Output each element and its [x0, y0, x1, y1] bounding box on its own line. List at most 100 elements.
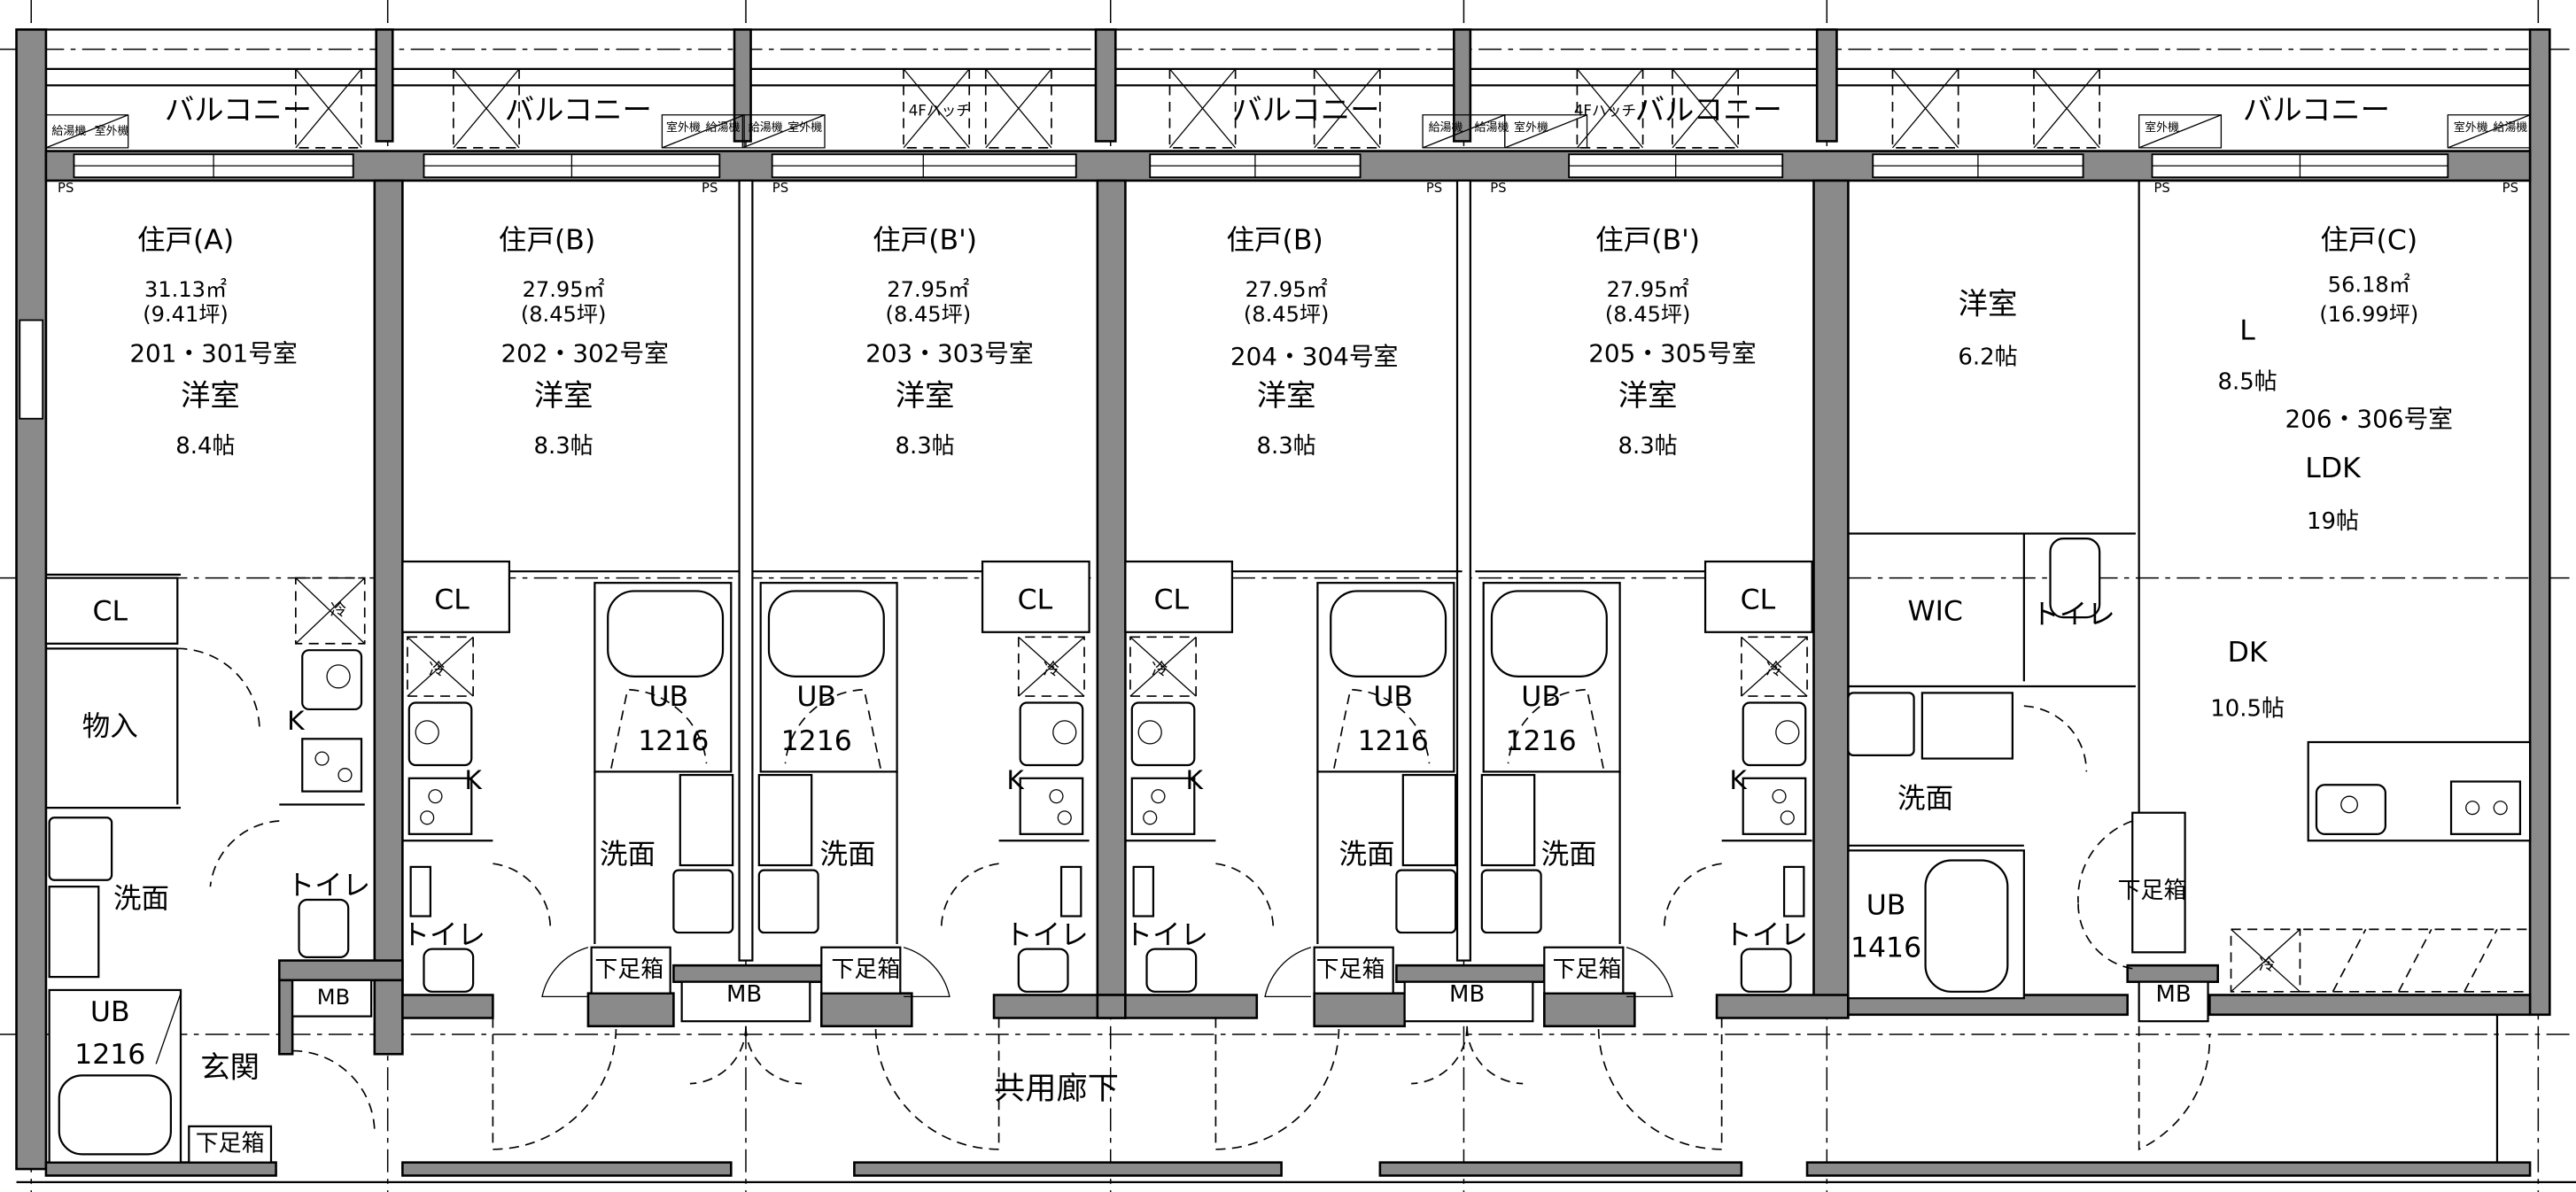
- unit-b1-fixtures: [401, 560, 741, 1150]
- closet-label: CL: [1018, 584, 1053, 616]
- unit-type: 住戸(B'): [873, 225, 977, 257]
- fridge-label: 冷: [429, 661, 446, 679]
- mb-label: MB: [726, 981, 762, 1008]
- mb-label: MB: [317, 985, 350, 1010]
- unit-room-numbers: 204・304号室: [1230, 342, 1399, 371]
- ps-label: PS: [772, 181, 788, 196]
- fridge-label: 冷: [1044, 661, 1060, 679]
- hatch-icon: [1313, 68, 1381, 149]
- corridor-label: 共用廊下: [994, 1071, 1119, 1107]
- balcony-label: バルコニー: [165, 93, 312, 128]
- unit-room-numbers: 206・306号室: [2285, 405, 2454, 434]
- fridge-label: 冷: [330, 601, 347, 620]
- room-size: 8.3帖: [1618, 433, 1678, 460]
- outdoor-unit-label: 室外機: [2145, 120, 2179, 135]
- washroom-label: 洗面: [1541, 839, 1597, 871]
- room-size: 8.3帖: [896, 433, 955, 460]
- unit-b1p-fixtures: [751, 560, 1090, 1150]
- equipment-box: [45, 114, 129, 149]
- mb-label: MB: [1449, 981, 1485, 1008]
- hatch-icon: [1672, 68, 1739, 149]
- kitchen-label: K: [1006, 764, 1025, 795]
- water-heater-label: 給湯機: [2493, 121, 2527, 135]
- hatch-icon: [1168, 68, 1237, 149]
- balcony-label: バルコニー: [1635, 93, 1782, 128]
- equipment-box: [741, 114, 826, 149]
- dk-size: 10.5帖: [2210, 695, 2285, 722]
- balcony-label: バルコニー: [505, 93, 652, 128]
- unit-room-numbers: 205・305号室: [1588, 338, 1757, 368]
- toilet-label: トイレ: [1005, 919, 1089, 951]
- unit-bath-label: UB: [796, 681, 836, 713]
- kitchen-label: K: [464, 764, 483, 795]
- washroom-label: 洗面: [113, 883, 169, 915]
- hatch-icon: [1891, 68, 1959, 149]
- hatch-icon: [1576, 68, 1644, 149]
- kitchen-label: K: [1729, 764, 1748, 795]
- closet-label: CL: [434, 584, 469, 616]
- unit-area-m2: 27.95㎡: [1607, 277, 1689, 302]
- outdoor-unit-label: 室外機: [666, 120, 701, 135]
- toilet-label: トイレ: [1724, 919, 1808, 951]
- shoe-box-label: 下足箱: [196, 1131, 265, 1157]
- shoe-box-label: 下足箱: [1316, 956, 1385, 983]
- ps-label: PS: [2153, 181, 2169, 196]
- hatch-label: 4Fハッチ: [909, 103, 971, 120]
- unit-type: 住戸(B): [499, 225, 595, 257]
- toilet-label: トイレ: [401, 919, 485, 951]
- unit-bath-label: UB: [648, 681, 688, 713]
- equipment-box: [1504, 114, 1588, 149]
- fridge-label: 冷: [2259, 956, 2276, 975]
- dk-label: DK: [2228, 637, 2269, 669]
- outdoor-unit-label: 室外機: [2454, 120, 2488, 135]
- unit-bath-label: UB: [1373, 681, 1413, 713]
- ps-label: PS: [1426, 181, 1442, 196]
- mb-label: MB: [2156, 981, 2192, 1008]
- toilet-label: トイレ: [2031, 599, 2115, 631]
- water-heater-label: 給湯機: [706, 121, 741, 135]
- shoe-box-label: 下足箱: [1553, 956, 1622, 983]
- meter-boxes: [680, 980, 2209, 1085]
- water-heater-label: 給湯機: [1429, 121, 1463, 135]
- living-label: L: [2239, 315, 2255, 347]
- unit-area-m2: 56.18㎡: [2328, 273, 2410, 298]
- washroom-label: 洗面: [1338, 839, 1394, 871]
- unit-bath-size: 1216: [1505, 725, 1576, 757]
- unit-b2-fixtures: [1124, 560, 1463, 1150]
- shoe-box-label: 下足箱: [2118, 878, 2187, 904]
- hatch-icon: [903, 68, 971, 149]
- kitchen-label: K: [287, 705, 306, 736]
- unit-b2p-fixtures: [1474, 560, 1813, 1150]
- unit-room-numbers: 201・301号室: [129, 338, 298, 368]
- washroom-label: 洗面: [819, 839, 875, 871]
- unit-area-tsubo: (8.45坪): [886, 302, 972, 327]
- unit-area-tsubo: (16.99坪): [2319, 302, 2418, 327]
- unit-type: 住戸(B'): [1595, 225, 1700, 257]
- room-label: 洋室: [1618, 378, 1678, 413]
- toilet-label: トイレ: [287, 870, 371, 902]
- unit-area-m2: 27.95㎡: [887, 277, 969, 302]
- hatch-icon: [453, 68, 520, 149]
- outdoor-unit-label: 室外機: [1514, 120, 1548, 135]
- room-size: 6.2帖: [1958, 344, 2017, 371]
- ldk-label: LDK: [2305, 453, 2362, 484]
- closet-label: CL: [1154, 584, 1190, 616]
- storage-label: 物入: [82, 710, 138, 742]
- hatch-icon: [294, 68, 362, 149]
- unit-room-numbers: 203・303号室: [865, 338, 1034, 368]
- room-label: 洋室: [1959, 286, 2018, 321]
- ps-label: PS: [58, 181, 74, 196]
- unit-bath-label: UB: [1521, 681, 1561, 713]
- toilet-label: トイレ: [1124, 919, 1208, 951]
- kitchen-label: K: [1186, 764, 1205, 795]
- unit-type: 住戸(B): [1227, 225, 1323, 257]
- windows: [19, 153, 2449, 420]
- hatch-label: 4Fハッチ: [1574, 103, 1636, 120]
- room-size: 8.3帖: [534, 433, 594, 460]
- hatch-icon: [2033, 68, 2101, 149]
- room-label: 洋室: [181, 378, 240, 413]
- water-heater-label: 給湯機: [749, 121, 783, 135]
- water-heater-label: 給湯機: [51, 125, 86, 138]
- unit-bath-size: 1216: [74, 1039, 145, 1071]
